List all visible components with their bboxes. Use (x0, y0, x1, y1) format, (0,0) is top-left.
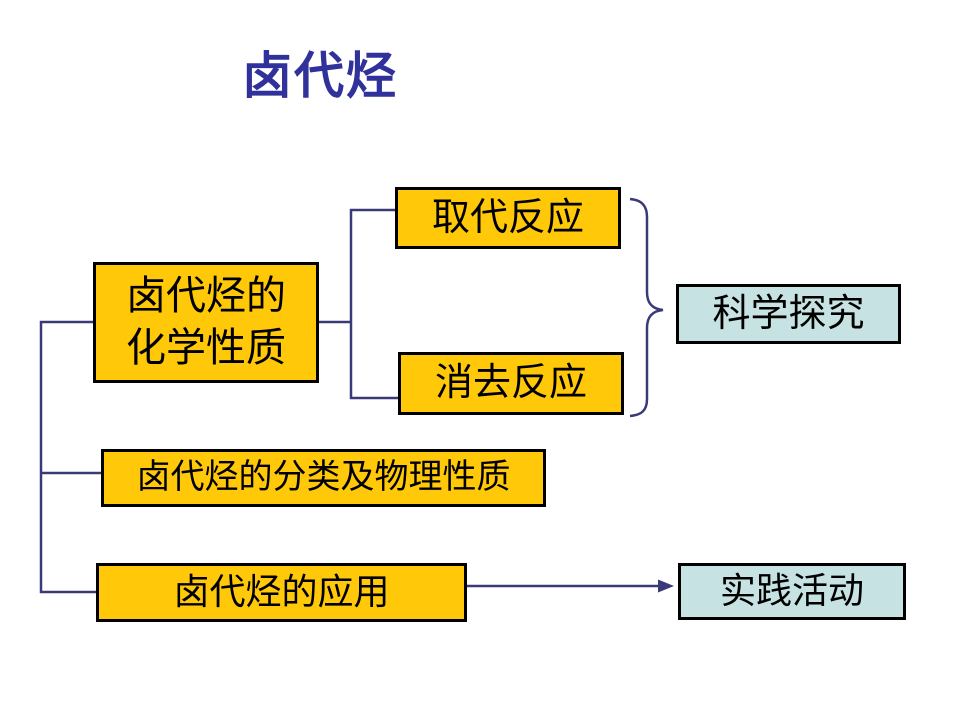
node-elimination-reaction: 消去反应 (398, 352, 624, 415)
arrow-head-icon (658, 579, 674, 593)
node-classification-physical-properties: 卤代烃的分类及物理性质 (101, 449, 546, 507)
connector-right-bracket (349, 208, 398, 400)
node-applications: 卤代烃的应用 (96, 563, 467, 622)
node-substitution-reaction: 取代反应 (395, 187, 621, 249)
node-practice-activity: 实践活动 (678, 563, 906, 620)
connector-left-bracket (39, 320, 96, 594)
slide-title: 卤代烃 (242, 48, 398, 104)
node-science-inquiry: 科学探究 (676, 284, 901, 344)
curly-brace-icon (629, 197, 664, 418)
node-chemical-properties: 卤代烃的 化学性质 (93, 262, 319, 383)
